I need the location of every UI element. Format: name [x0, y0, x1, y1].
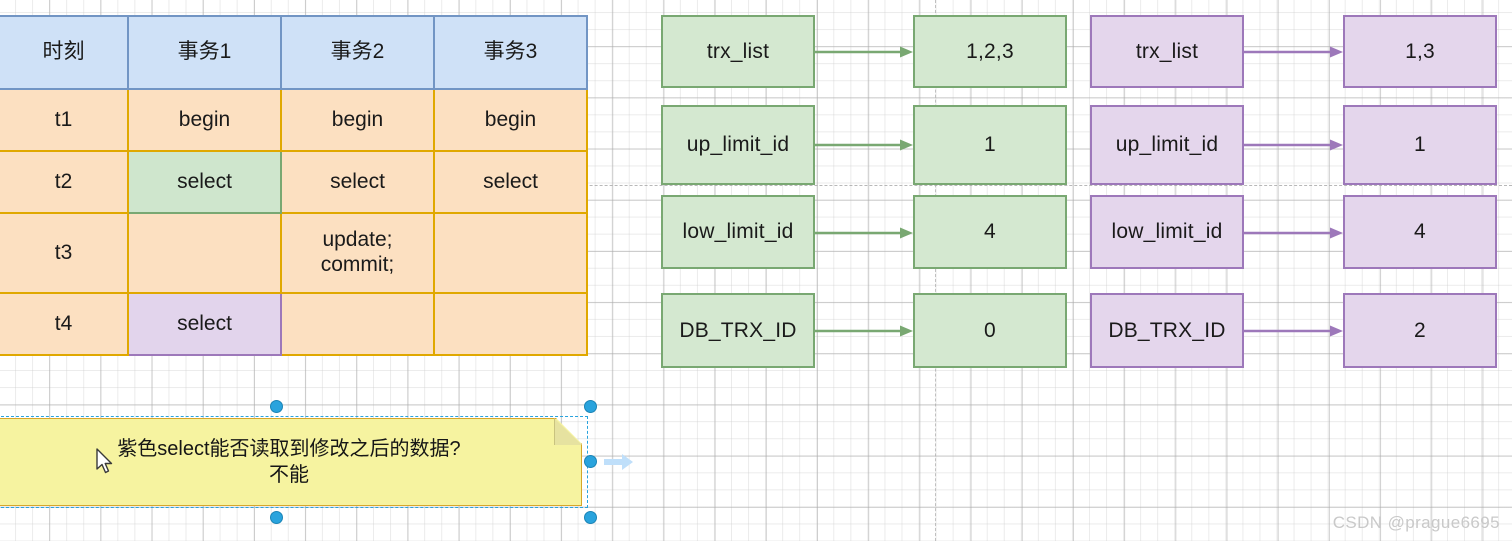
green-field-label-trx-list[interactable]: trx_list [661, 15, 815, 88]
cell-t1-trx3: begin [433, 88, 588, 152]
cell-t4-trx3 [433, 292, 588, 356]
purple-field-value-db-trx-id[interactable]: 2 [1343, 293, 1497, 368]
canvas-guide-vertical-1 [935, 0, 936, 541]
cell-t2-trx3: select [433, 150, 588, 214]
sticky-note[interactable]: 紫色select能否读取到修改之后的数据? 不能 [0, 418, 582, 506]
cell-time-t1: t1 [0, 88, 129, 152]
arrow-purple-trx-list [1244, 45, 1344, 59]
cell-t2-trx1: select [127, 150, 282, 214]
cell-t1-trx1: begin [127, 88, 282, 152]
green-field-value-trx-list[interactable]: 1,2,3 [913, 15, 1067, 88]
transaction-timeline-table[interactable]: 时刻 事务1 事务2 事务3 t1 begin begin begin t2 s… [0, 15, 588, 356]
green-field-label-up-limit-id[interactable]: up_limit_id [661, 105, 815, 185]
resize-handle-bottom-center[interactable] [270, 511, 283, 524]
arrow-green-low-limit-id [814, 226, 914, 240]
cell-t3-trx3 [433, 212, 588, 294]
arrow-purple-up-limit-id [1244, 138, 1344, 152]
cell-t3-trx1 [127, 212, 282, 294]
canvas-guide-horizontal [0, 185, 1512, 186]
arrow-green-db-trx-id [814, 324, 914, 338]
resize-handle-bottom-right[interactable] [584, 511, 597, 524]
purple-field-value-trx-list[interactable]: 1,3 [1343, 15, 1497, 88]
sticky-note-body[interactable] [0, 418, 582, 506]
cell-t3-trx2-line2: commit; [320, 253, 395, 276]
table-row: t2 select select select [0, 150, 588, 214]
cell-t4-trx2 [280, 292, 435, 356]
table-row: t1 begin begin begin [0, 88, 588, 152]
connection-arrow-icon[interactable] [604, 452, 634, 472]
table-row: t4 select [0, 292, 588, 356]
cell-t3-trx2-line1: update; [322, 228, 393, 252]
arrow-purple-low-limit-id [1244, 226, 1344, 240]
green-field-value-up-limit-id[interactable]: 1 [913, 105, 1067, 185]
cell-t2-trx2: select [280, 150, 435, 214]
table-header-time: 时刻 [0, 15, 129, 90]
resize-handle-top-right[interactable] [584, 400, 597, 413]
arrow-green-up-limit-id [814, 138, 914, 152]
resize-handle-middle-right[interactable] [584, 455, 597, 468]
green-field-label-db-trx-id[interactable]: DB_TRX_ID [661, 293, 815, 368]
cell-time-t3: t3 [0, 212, 129, 294]
cell-time-t2: t2 [0, 150, 129, 214]
purple-field-value-up-limit-id[interactable]: 1 [1343, 105, 1497, 185]
table-header-row: 时刻 事务1 事务2 事务3 [0, 15, 588, 90]
green-field-label-low-limit-id[interactable]: low_limit_id [661, 195, 815, 269]
cell-t4-trx1: select [127, 292, 282, 356]
green-field-value-low-limit-id[interactable]: 4 [913, 195, 1067, 269]
purple-field-label-low-limit-id[interactable]: low_limit_id [1090, 195, 1244, 269]
arrow-purple-db-trx-id [1244, 324, 1344, 338]
purple-field-label-trx-list[interactable]: trx_list [1090, 15, 1244, 88]
resize-handle-top-center[interactable] [270, 400, 283, 413]
cell-t1-trx2: begin [280, 88, 435, 152]
purple-field-label-db-trx-id[interactable]: DB_TRX_ID [1090, 293, 1244, 368]
cell-t3-trx2: update; commit; [280, 212, 435, 294]
cell-time-t4: t4 [0, 292, 129, 356]
table-header-trx1: 事务1 [127, 15, 282, 90]
csdn-watermark: CSDN @prague6695 [1332, 513, 1500, 532]
purple-field-value-low-limit-id[interactable]: 4 [1343, 195, 1497, 269]
arrow-green-trx-list [814, 45, 914, 59]
table-header-trx2: 事务2 [280, 15, 435, 90]
table-header-trx3: 事务3 [433, 15, 588, 90]
table-row: t3 update; commit; [0, 212, 588, 294]
green-field-value-db-trx-id[interactable]: 0 [913, 293, 1067, 368]
purple-field-label-up-limit-id[interactable]: up_limit_id [1090, 105, 1244, 185]
